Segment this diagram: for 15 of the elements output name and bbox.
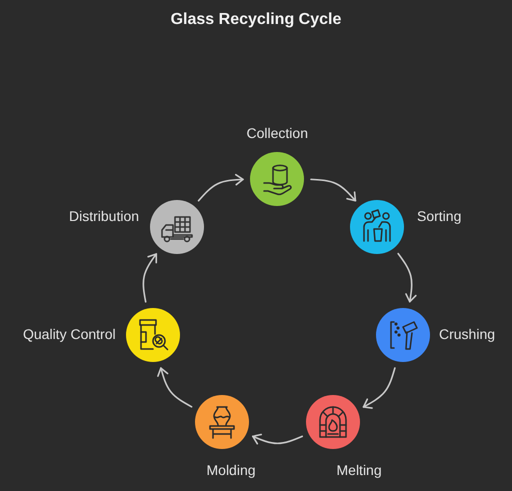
- step-label: Quality Control: [23, 326, 116, 342]
- step-label: Crushing: [439, 326, 496, 342]
- arrow: [252, 434, 303, 444]
- arrow: [157, 367, 192, 408]
- step-label: Melting: [336, 462, 382, 478]
- arrow: [310, 178, 356, 202]
- arrow: [397, 252, 417, 302]
- arrow: [198, 174, 244, 202]
- step-label: Collection: [246, 124, 308, 142]
- step-label: Distribution: [69, 208, 140, 224]
- arrow: [142, 253, 158, 303]
- step-label: Sorting: [417, 208, 462, 224]
- arrow: [362, 367, 396, 409]
- step-label: Molding: [206, 462, 256, 478]
- diagram-title: Glass Recycling Cycle: [170, 10, 342, 30]
